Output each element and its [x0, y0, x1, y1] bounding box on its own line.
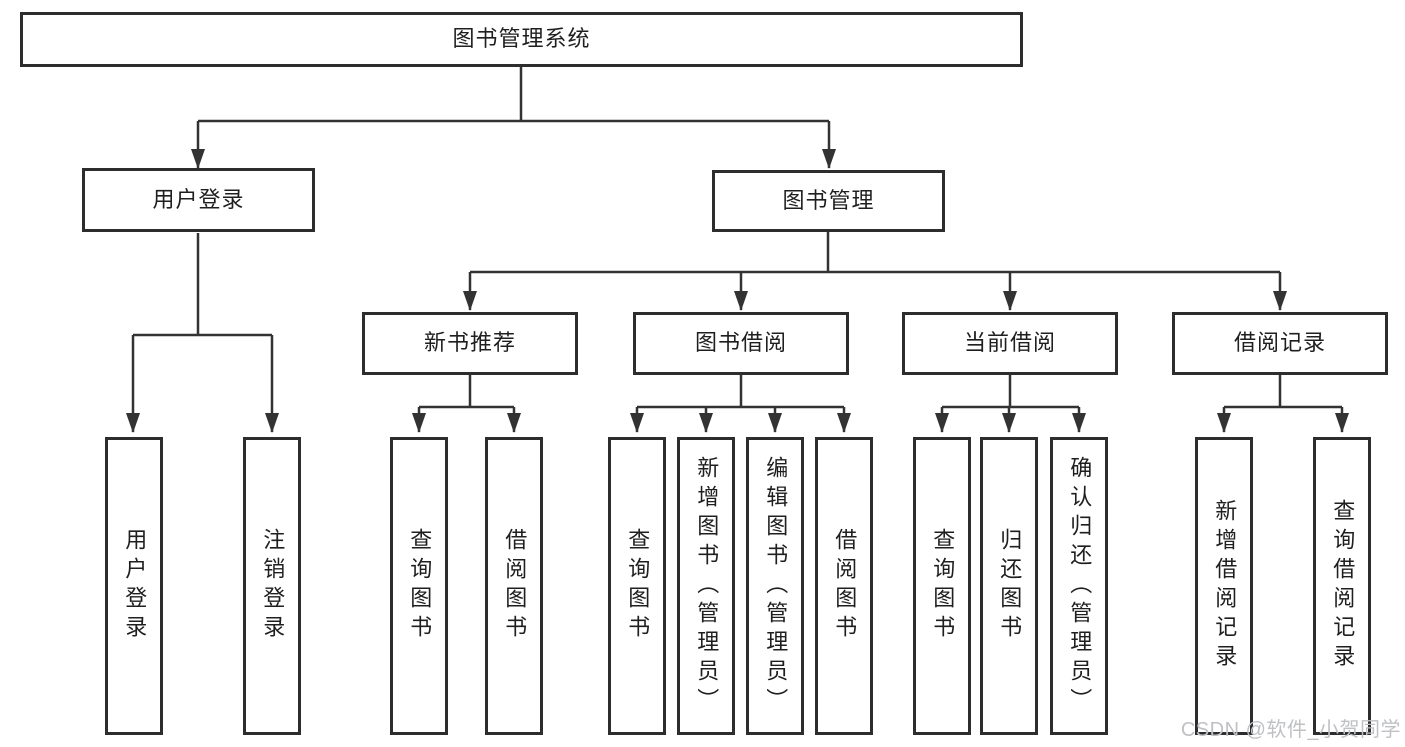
leaf-add-borrow-record: 新增借阅记录 — [1195, 437, 1253, 735]
leaf-query-borrow-record: 查询借阅记录 — [1313, 437, 1371, 735]
watermark-csdn: CSDN @软件_小贺同学 — [1180, 719, 1401, 741]
leaf-logout: 注销登录 — [243, 437, 301, 735]
node-borrowing-records: 借阅记录 — [1172, 312, 1388, 375]
leaf-borrow-books-recommend: 借阅图书 — [485, 437, 543, 735]
leaf-query-books-borrowing: 查询图书 — [608, 437, 666, 735]
leaf-query-books-current: 查询图书 — [913, 437, 971, 735]
node-user-login: 用户登录 — [82, 168, 315, 232]
leaf-add-books-admin: 新增图书（管理员） — [677, 437, 735, 735]
leaf-borrow-books: 借阅图书 — [815, 437, 873, 735]
leaf-return-books: 归还图书 — [980, 437, 1038, 735]
node-book-borrowing: 图书借阅 — [633, 312, 849, 375]
leaf-user-login: 用户登录 — [105, 437, 163, 735]
node-library-management-system: 图书管理系统 — [20, 12, 1023, 67]
leaf-edit-books-admin: 编辑图书（管理员） — [746, 437, 804, 735]
leaf-query-books-recommend: 查询图书 — [390, 437, 448, 735]
leaf-confirm-return-admin: 确认归还（管理员） — [1050, 437, 1108, 735]
node-current-borrowing: 当前借阅 — [902, 312, 1118, 375]
node-new-book-recommendation: 新书推荐 — [362, 312, 578, 375]
node-book-management: 图书管理 — [712, 170, 945, 232]
